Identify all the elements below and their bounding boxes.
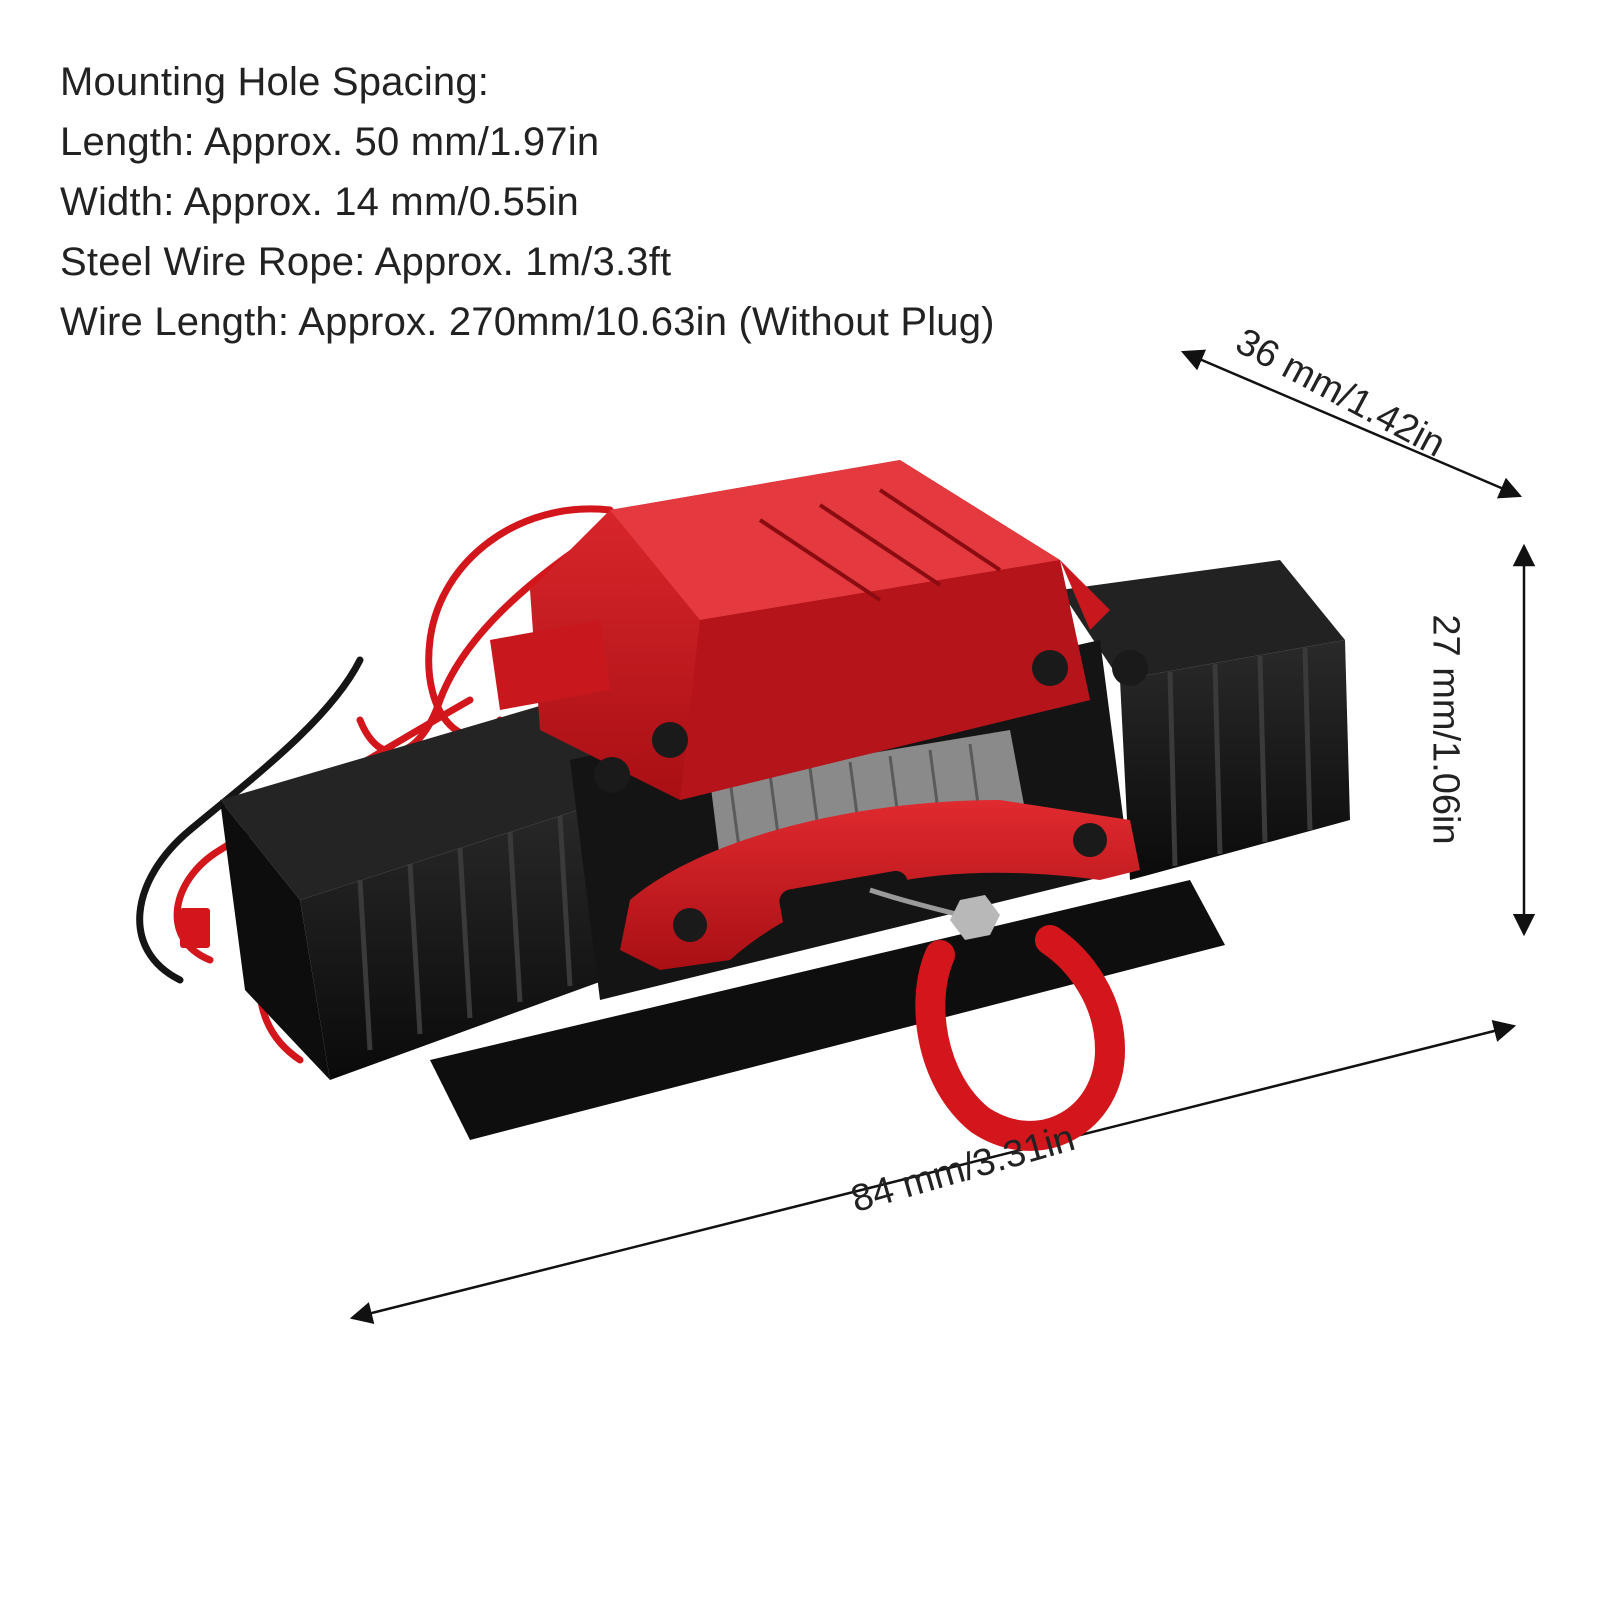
cover-screws	[594, 650, 1148, 793]
left-motor	[220, 700, 660, 1080]
spec-width: Width: Approx. 14 mm/0.55in	[60, 180, 579, 224]
red-top-cover	[490, 460, 1110, 800]
spec-rope: Steel Wire Rope: Approx. 1m/3.3ft	[60, 240, 672, 284]
right-motor	[1060, 560, 1350, 880]
height-dimension-label: 27 mm/1.06in	[1424, 614, 1467, 845]
red-fairlead	[620, 800, 1140, 970]
depth-dimension-arrow	[1180, 349, 1523, 499]
spec-length: Length: Approx. 50 mm/1.97in	[60, 120, 600, 164]
base-plate	[430, 880, 1225, 1140]
length-dimension-arrow	[349, 1020, 1517, 1324]
spec-wire: Wire Length: Approx. 270mm/10.63in (With…	[60, 300, 995, 344]
red-hook	[915, 925, 1126, 1151]
hook-nut	[950, 895, 1000, 940]
spec-heading: Mounting Hole Spacing:	[60, 60, 490, 104]
wire-connector	[180, 908, 210, 948]
spec-list: Mounting Hole Spacing: Length: Approx. 5…	[60, 52, 995, 352]
